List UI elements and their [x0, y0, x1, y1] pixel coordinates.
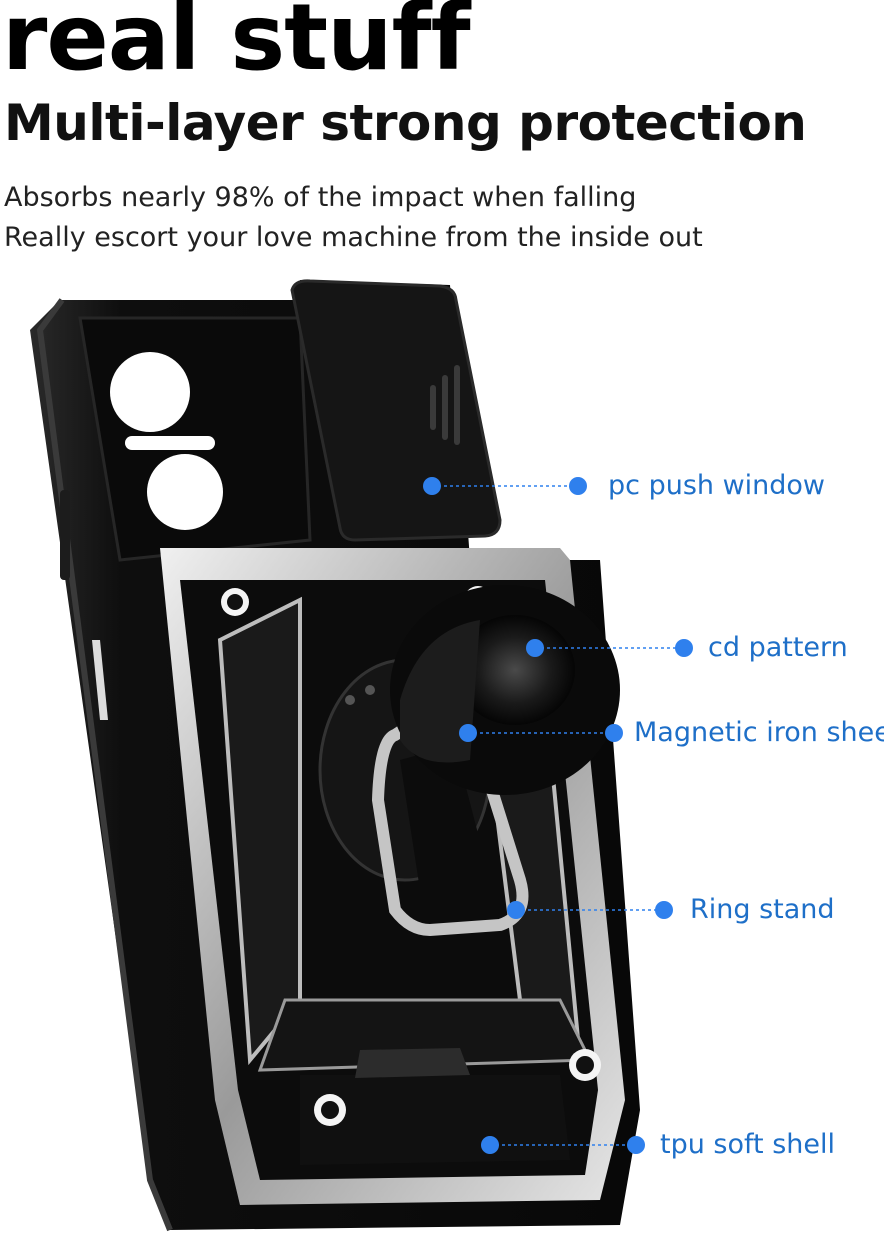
callout-dot-tpu — [481, 1136, 499, 1154]
callout-dot-push-window — [423, 477, 441, 495]
description-line-2: Really escort your love machine from the… — [4, 222, 703, 253]
callout-dot-ring — [507, 901, 525, 919]
phone-case-illustration — [30, 279, 693, 1232]
callout-label-ring-stand: Ring stand — [690, 894, 835, 925]
callout-label-cd-pattern: cd pattern — [708, 632, 848, 663]
description-line-1: Absorbs nearly 98% of the impact when fa… — [4, 182, 637, 213]
callout-dot-cd — [526, 639, 544, 657]
camera-lens-top — [110, 352, 190, 432]
callout-label-pc-push-window: pc push window — [608, 470, 826, 501]
callout-label-tpu-soft-shell: tpu soft shell — [660, 1129, 835, 1160]
callout-dots — [423, 477, 693, 1154]
camera-lens-bottom — [147, 454, 223, 530]
callout-dot-magnetic — [459, 724, 477, 742]
subheadline: Multi-layer strong protection — [4, 94, 807, 152]
callout-label-magnetic-iron-sheet: Magnetic iron sheet — [634, 717, 884, 748]
headline: real stuff — [2, 0, 471, 91]
callout-lines — [432, 485, 684, 1146]
pc-push-window — [290, 279, 502, 542]
flash-slot — [125, 436, 215, 450]
